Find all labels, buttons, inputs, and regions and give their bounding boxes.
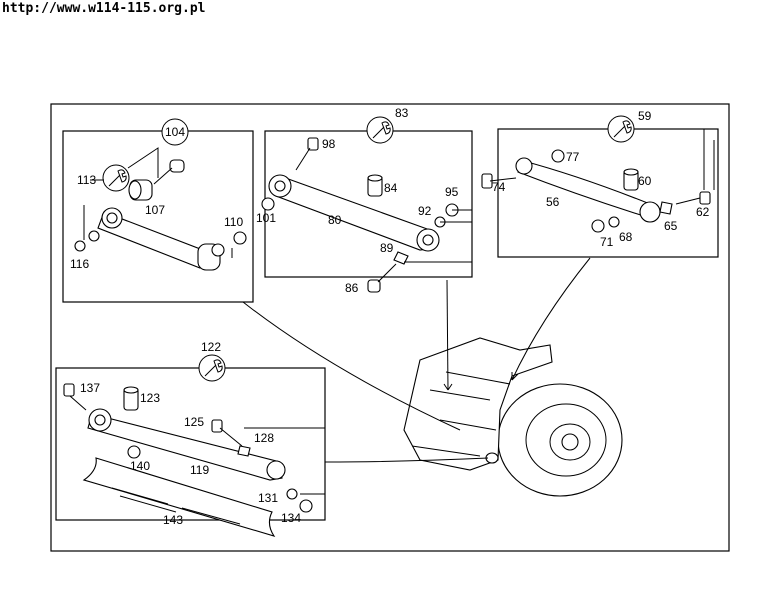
group-59: 59 77 60 74 56 62 65 71 68	[481, 109, 719, 258]
part-77: 77	[566, 150, 580, 164]
plate-143: 143	[82, 457, 276, 537]
part-65: 65	[664, 219, 678, 233]
part-110: 110	[224, 215, 243, 229]
part-95: 95	[445, 185, 459, 199]
group-104-badge	[161, 118, 189, 146]
part-62: 62	[696, 205, 710, 219]
part-134: 134	[281, 511, 301, 525]
wrench-icon	[198, 354, 226, 382]
part-89: 89	[380, 241, 394, 255]
group-59-label: 59	[638, 109, 652, 123]
group-122-label: 122	[201, 340, 221, 354]
part-113: 113	[77, 173, 96, 187]
leader-line-104	[242, 301, 461, 431]
part-84: 84	[384, 181, 398, 195]
part-92: 92	[418, 204, 432, 218]
group-83-label: 83	[395, 106, 409, 120]
part-74: 74	[492, 180, 506, 194]
diagram-frame	[50, 103, 730, 552]
axle-assembly	[403, 337, 623, 497]
wrench-icon	[366, 116, 394, 144]
part-98: 98	[322, 137, 336, 151]
part-60: 60	[638, 174, 652, 188]
group-83: 83 98 84 80 101 95 92 89 86	[256, 106, 473, 295]
part-68: 68	[619, 230, 633, 244]
part-119: 119	[190, 463, 209, 477]
part-56: 56	[546, 195, 560, 209]
part-143: 143	[163, 513, 183, 527]
group-122: 122 137 123 119 125 128 140 131 134	[55, 340, 326, 525]
leader-line-83	[446, 279, 449, 391]
part-80: 80	[328, 213, 342, 227]
part-86: 86	[345, 281, 359, 295]
part-107: 107	[145, 203, 165, 217]
part-101: 101	[256, 211, 276, 225]
part-71: 71	[600, 235, 614, 249]
part-137: 137	[80, 381, 100, 395]
part-125: 125	[184, 415, 204, 429]
part-123: 123	[140, 391, 160, 405]
wrench-icon	[102, 164, 130, 192]
part-116: 116	[70, 257, 89, 271]
wrench-icon	[607, 115, 635, 143]
leader-line-59	[511, 257, 591, 381]
site-url: http://www.w114-115.org.pl	[2, 1, 206, 16]
part-128: 128	[254, 431, 274, 445]
group-104-label: 104	[165, 125, 185, 139]
group-104: 104 113 107 116 110	[62, 118, 254, 303]
leader-line-122	[324, 457, 489, 463]
part-131: 131	[258, 491, 278, 505]
